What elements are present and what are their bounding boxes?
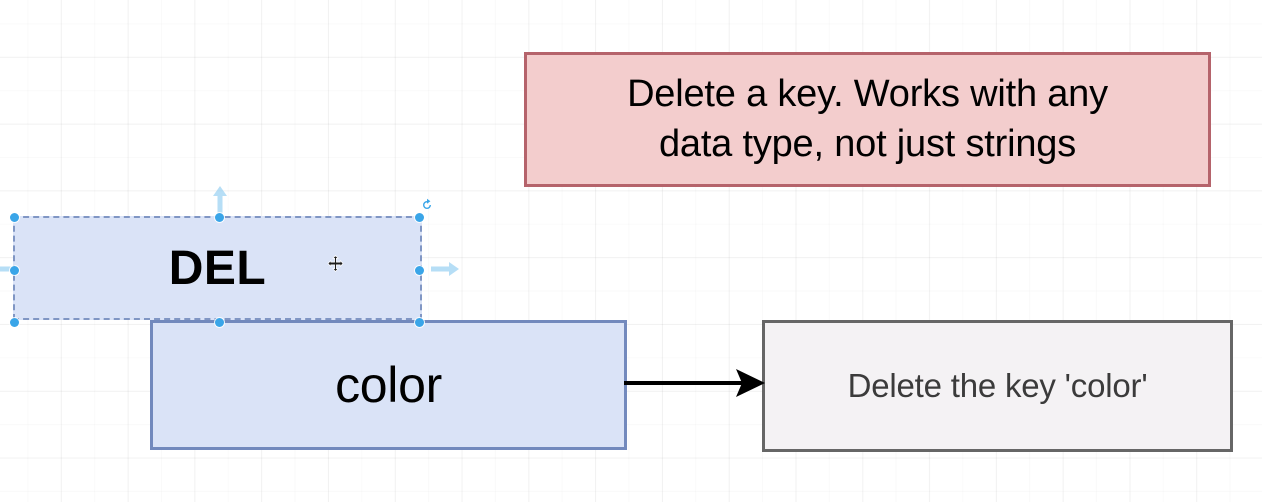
resize-handle-top-right[interactable] bbox=[415, 213, 424, 222]
resize-handle-bottom-left[interactable] bbox=[10, 318, 19, 327]
resize-handle-bottom-right[interactable] bbox=[415, 318, 424, 327]
move-cursor-icon bbox=[327, 254, 344, 277]
resize-handle-top-center[interactable] bbox=[215, 213, 224, 222]
annotation-note-text: Delete a key. Works with any data type, n… bbox=[613, 70, 1122, 169]
rotate-icon[interactable] bbox=[420, 198, 434, 217]
resize-handle-bottom-center[interactable] bbox=[215, 318, 224, 327]
description-node-label: Delete the key 'color' bbox=[847, 367, 1148, 404]
command-node-del[interactable]: DEL bbox=[0, 186, 459, 327]
argument-node-label: color bbox=[335, 357, 442, 413]
annotation-note-line-1: Delete a key. Works with any bbox=[627, 73, 1108, 116]
resize-handle-middle-right[interactable] bbox=[415, 266, 424, 275]
command-node-label: DEL bbox=[168, 241, 267, 295]
description-node[interactable]: Delete the key 'color' bbox=[762, 320, 1233, 452]
argument-node-color[interactable]: color bbox=[150, 320, 627, 450]
annotation-note[interactable]: Delete a key. Works with any data type, n… bbox=[524, 52, 1211, 187]
arrow-up-icon[interactable] bbox=[211, 184, 229, 221]
connector-arrow[interactable] bbox=[624, 366, 766, 405]
arrow-right-icon[interactable] bbox=[429, 260, 461, 283]
resize-handle-middle-left[interactable] bbox=[10, 266, 19, 275]
resize-handle-top-left[interactable] bbox=[10, 213, 19, 222]
annotation-note-line-2: data type, not just strings bbox=[658, 122, 1077, 165]
